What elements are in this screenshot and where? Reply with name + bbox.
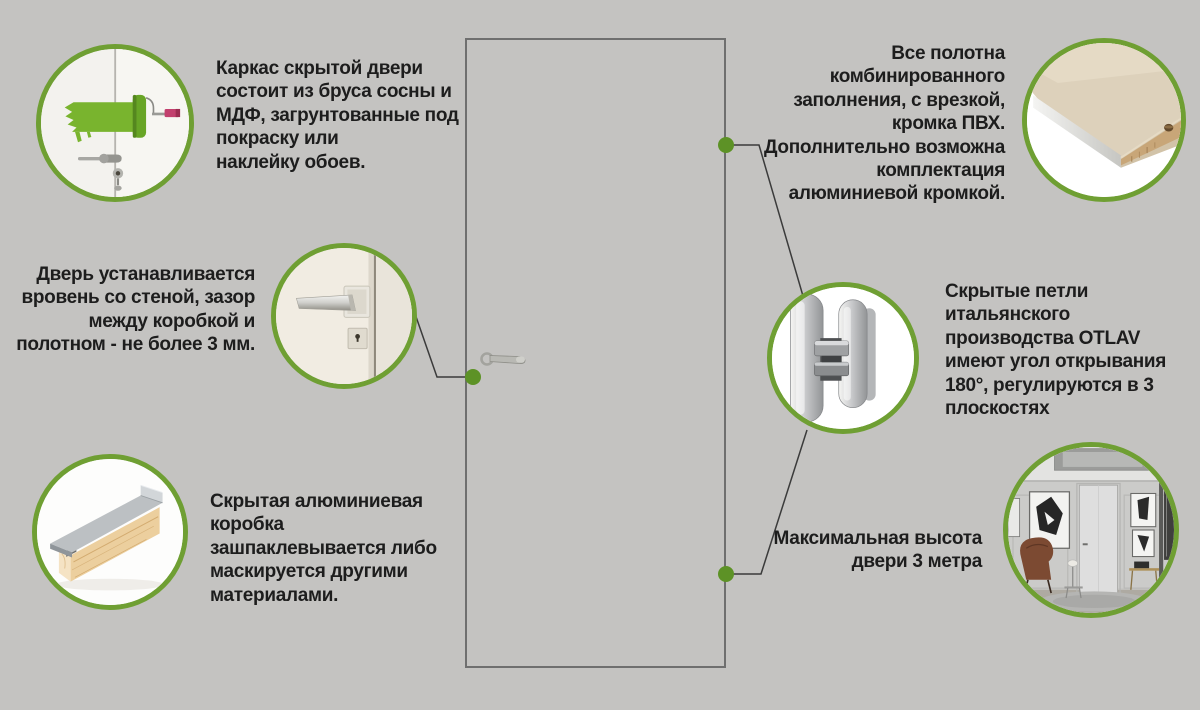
callout-text-max-height: Максимальная высота двери 3 метра (773, 528, 983, 573)
paint-roller-photo (36, 44, 194, 202)
door-outline (465, 38, 726, 668)
callout-text-hidden-hinges: Скрытые петли итальянского производства … (945, 281, 1167, 420)
door-handle-photo (271, 243, 417, 389)
connector-hinge-bottom (726, 429, 808, 575)
callout-text-aluminum-frame: Скрытая алюминиевая коробка зашпаклевыва… (210, 491, 437, 606)
callout-text-flush-install: Дверь устанавливается вровень со стеной,… (16, 264, 255, 356)
hinge-bottom-dot (718, 566, 734, 582)
door-handle-icon (480, 352, 526, 366)
connector-handle (412, 307, 466, 378)
connector-hinge-top (727, 144, 804, 297)
handle-point-dot (465, 369, 481, 385)
hinge-top-dot (718, 137, 734, 153)
callout-text-frame-material: Каркас скрытой двери состоит из бруса со… (216, 58, 459, 173)
aluminum-frame-photo (32, 454, 188, 610)
callout-text-panel-filling: Все полотна комбинированного заполнения,… (763, 43, 1005, 205)
interior-photo (1003, 442, 1179, 618)
door-panel-edge-photo (1022, 38, 1186, 202)
hidden-hinge-photo (767, 282, 919, 434)
